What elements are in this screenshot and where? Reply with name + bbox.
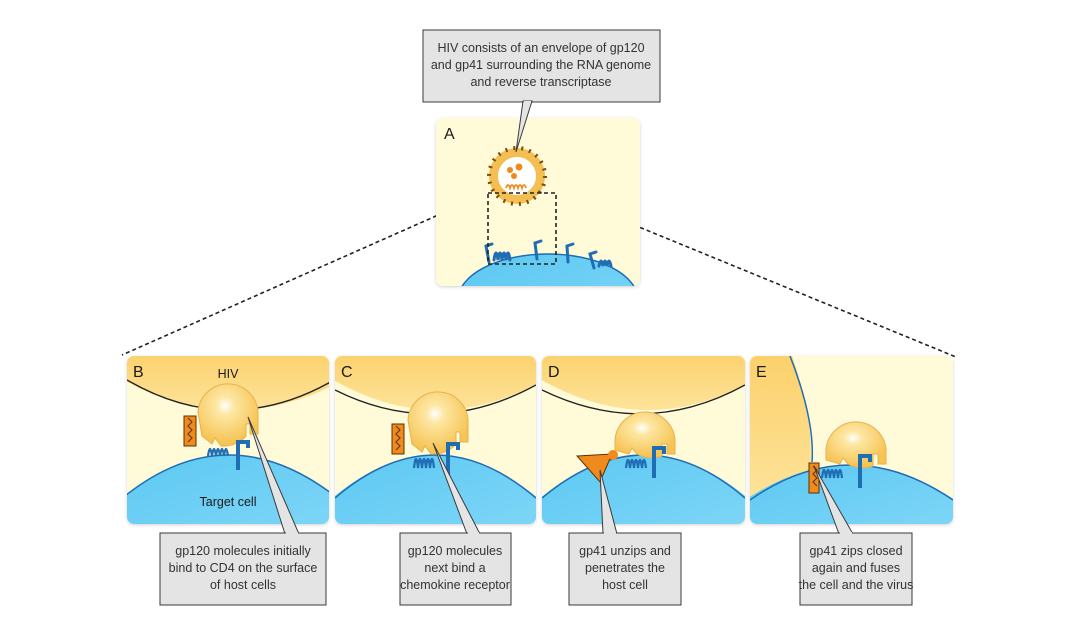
- panel-d: D: [542, 356, 745, 524]
- callout-c-line-3: chemokine receptor: [400, 578, 510, 592]
- gp41-icon: [183, 415, 197, 447]
- callout-b-line-3: of host cells: [210, 578, 276, 592]
- panel-b-letter: B: [133, 364, 144, 381]
- callout-d: gp41 unzips and penetrates the host cell: [568, 469, 682, 606]
- callout-e-line-3: the cell and the virus: [799, 578, 914, 592]
- panel-a-letter: A: [444, 126, 455, 143]
- top-callout-line-2: and gp41 surrounding the RNA genome: [431, 58, 651, 72]
- top-callout-line-1: HIV consists of an envelope of gp120: [437, 41, 644, 55]
- gp120-icon: [197, 383, 259, 447]
- callout-e: gp41 zips closed again and fuses the cel…: [799, 465, 914, 606]
- callout-b: gp120 molecules initially bind to CD4 on…: [159, 416, 327, 606]
- panel-c: C: [335, 356, 536, 524]
- top-callout-line-3: and reverse transcriptase: [470, 75, 611, 89]
- callout-b-line-2: bind to CD4 on the surface: [169, 561, 318, 575]
- callout-d-line-2: penetrates the: [585, 561, 665, 575]
- callout-c-line-2: next bind a: [424, 561, 485, 575]
- panel-e-letter: E: [756, 364, 767, 381]
- panel-d-letter: D: [548, 364, 560, 381]
- receptor-icons: [484, 239, 613, 270]
- gp41-unzipped-icon: [575, 453, 613, 483]
- callout-e-line-2: again and fuses: [812, 561, 900, 575]
- callout-c-line-1: gp120 molecules: [408, 544, 503, 558]
- callout-b-line-1: gp120 molecules initially: [175, 544, 311, 558]
- panel-e: E: [750, 356, 953, 524]
- callout-e-line-1: gp41 zips closed: [809, 544, 902, 558]
- hiv-virion-icon: [487, 146, 547, 206]
- panel-b: B HIV Target cell: [127, 356, 329, 524]
- callout-d-line-3: host cell: [602, 578, 648, 592]
- target-cell-label: Target cell: [200, 495, 257, 509]
- hiv-label: HIV: [218, 367, 240, 381]
- cd4-receptor-icon: [236, 440, 250, 470]
- callout-d-line-1: gp41 unzips and: [579, 544, 671, 558]
- panel-c-letter: C: [341, 364, 353, 381]
- top-callout: HIV consists of an envelope of gp120 and…: [422, 29, 661, 153]
- panel-a: A: [436, 118, 640, 286]
- callout-c: gp120 molecules next bind a chemokine re…: [399, 442, 512, 606]
- chemokine-receptor-icon: [206, 447, 230, 457]
